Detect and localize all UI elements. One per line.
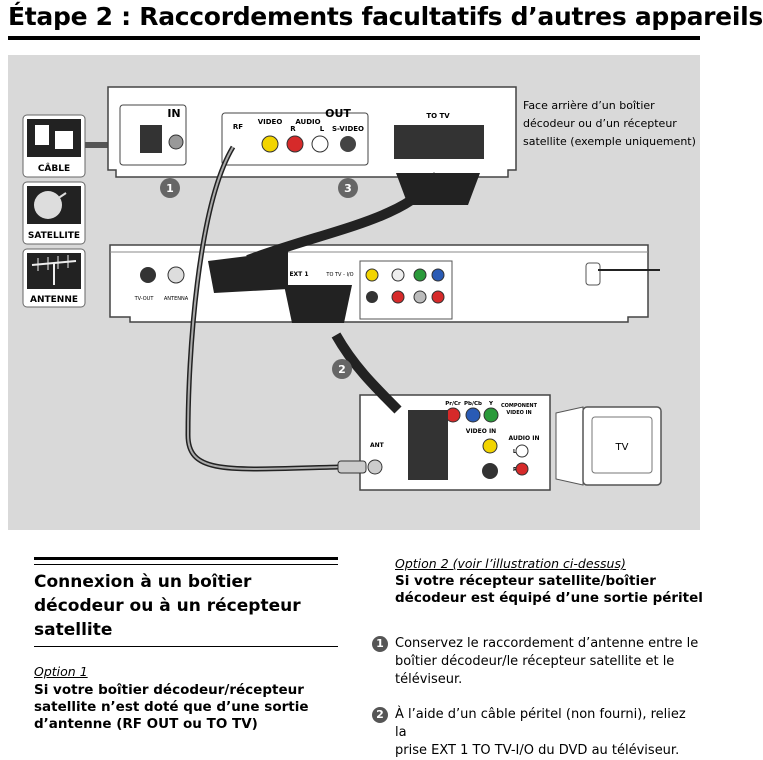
step-1: 1 Conservez le raccordement d’antenne en… [372, 635, 702, 695]
dvd-tvout-label: TV-OUT [134, 296, 155, 302]
callout-3 [338, 178, 358, 198]
stb-audio-label: AUDIO [295, 118, 320, 126]
tv-set: TV [555, 406, 662, 486]
tv-r-label: R [513, 467, 517, 473]
callout-1-label: 1 [166, 182, 174, 195]
section-heading-line-3: satellite [34, 620, 113, 640]
option-1-text: Si votre boîtier décodeur/récepteur sate… [34, 682, 344, 733]
stb-totv-label: TO TV [426, 112, 450, 120]
dvd-antenna-label: ANTENNA [164, 296, 189, 302]
tv-component-label: COMPONENT [501, 403, 538, 409]
callout-3-label: 3 [344, 182, 352, 195]
tv-pr-label: Pr/Cr [445, 401, 461, 407]
option-2-text: Si votre récepteur satellite/boîtier déc… [395, 573, 725, 607]
step-2-number: 2 [372, 707, 388, 723]
option-2-line-2: décodeur est équipé d’une sortie péritel [395, 590, 703, 606]
settop-box: IN OUT RF VIDEO AUDIO R L S-VIDEO TO TV [107, 86, 517, 178]
option-1-line-3: d’antenne (RF OUT ou TO TV) [34, 716, 258, 732]
section-rule-bottom [34, 646, 338, 647]
scart-cable-2 [331, 332, 402, 414]
section-heading-line-2: décodeur ou à un récepteur [34, 596, 301, 616]
option-1-label: Option 1 [34, 664, 88, 679]
page-title: Étape 2 : Raccordements facultatifs d’au… [8, 2, 763, 31]
option-2-label: Option 2 (voir l’illustration ci-dessus) [395, 556, 626, 571]
section-rule-top-thin [34, 564, 338, 565]
source-satellite: SATELLITE [22, 181, 86, 245]
callout-2 [332, 359, 352, 379]
tv-l-label: L [513, 449, 517, 455]
step-1-line-3: téléviseur. [395, 672, 463, 687]
stb-r-label: R [290, 125, 296, 133]
stb-l-label: L [320, 125, 325, 133]
tv-panel: Pr/Cr Pb/Cb Y COMPONENT VIDEO IN VIDEO I… [359, 394, 551, 491]
section-rule-top [34, 557, 338, 560]
callout-2-label: 2 [338, 363, 346, 376]
tv-y-label: Y [488, 401, 494, 407]
step-2-line-2: prise EXT 1 TO TV-I/O du DVD au télévise… [395, 743, 680, 758]
source-cable: CÂBLE [22, 114, 86, 178]
connection-illustration: CÂBLE SATELLITE ANTENNE IN OUT RF VIDEO … [8, 55, 700, 530]
stb-svideo-label: S-VIDEO [332, 125, 364, 133]
dvd-totvio-label: TO TV - I/O [325, 272, 353, 278]
source-satellite-label: SATELLITE [28, 231, 80, 241]
caption-line-1: Face arrière d’un boîtier [523, 99, 655, 112]
option-2-line-1: Si votre récepteur satellite/boîtier [395, 573, 656, 589]
source-cable-label: CÂBLE [38, 162, 70, 174]
dvd-ext1-label: EXT 1 [289, 271, 308, 278]
section-heading: Connexion à un boîtier décodeur ou à un … [34, 570, 334, 642]
step-1-line-1: Conservez le raccordement d’antenne entr… [395, 636, 699, 651]
stb-in-label: IN [167, 107, 180, 120]
caption-line-2: décodeur ou d’un récepteur [523, 117, 677, 130]
title-rule [8, 36, 700, 40]
step-1-line-2: boîtier décodeur/le récepteur satellite … [395, 654, 675, 669]
tv-pb-label: Pb/Cb [464, 401, 482, 407]
option-1-line-2: satellite n’est doté que d’une sortie [34, 699, 309, 715]
tv-audioin-label: AUDIO IN [509, 435, 540, 442]
step-1-number: 1 [372, 636, 388, 652]
tv-videoin-label: VIDEO IN [466, 428, 496, 435]
source-antenna-label: ANTENNE [30, 295, 78, 305]
tv-set-label: TV [615, 442, 629, 453]
step-2: 2 À l’aide d’un câble péritel (non fourn… [372, 706, 702, 758]
stb-out-label: OUT [325, 107, 351, 120]
step-2-line-1: À l’aide d’un câble péritel (non fourni)… [395, 707, 686, 740]
step-1-text: Conservez le raccordement d’antenne entr… [395, 635, 701, 689]
callout-1 [160, 178, 180, 198]
caption-line-3: satellite (exemple uniquement) [523, 135, 696, 148]
stb-video-label: VIDEO [258, 118, 283, 126]
tv-component-videoin-label: VIDEO IN [506, 410, 531, 416]
stb-rf-label: RF [233, 123, 243, 131]
tv-ant-label: ANT [370, 442, 385, 449]
source-antenna: ANTENNE [22, 248, 86, 308]
section-heading-line-1: Connexion à un boîtier [34, 572, 252, 592]
option-1-line-1: Si votre boîtier décodeur/récepteur [34, 682, 304, 698]
step-2-text: À l’aide d’un câble péritel (non fourni)… [395, 706, 701, 760]
